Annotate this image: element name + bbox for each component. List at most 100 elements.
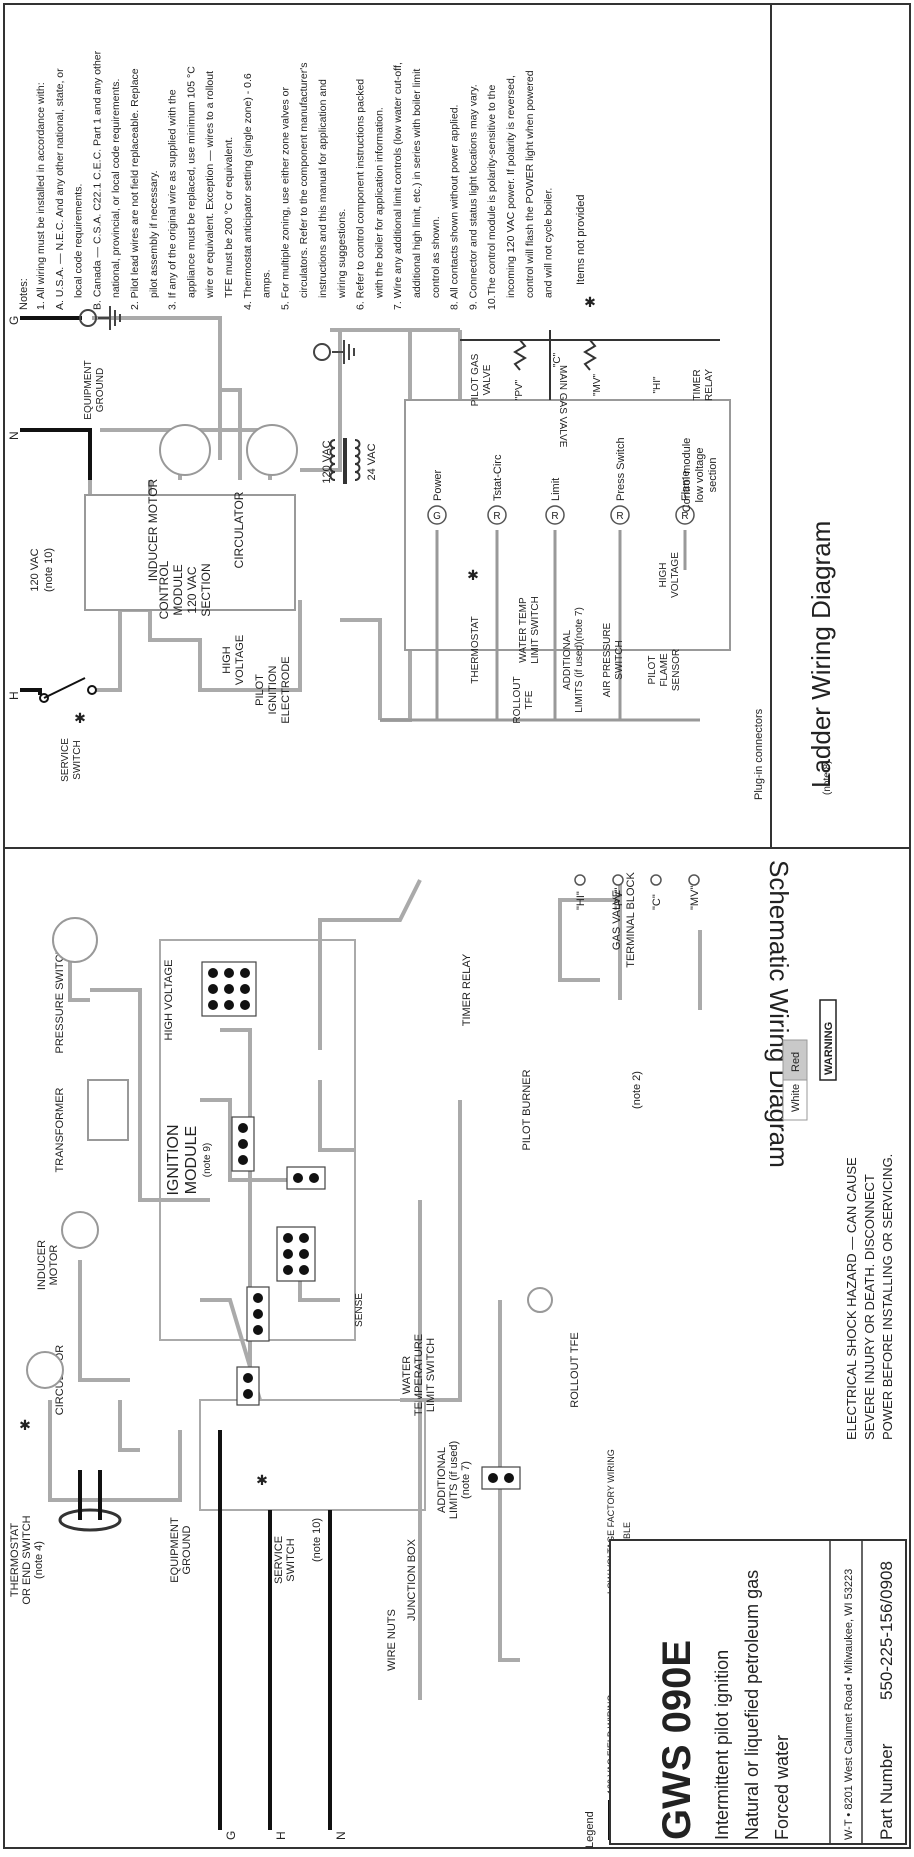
svg-text:TIMER RELAY: TIMER RELAY <box>461 953 473 1026</box>
status-light-icon <box>675 505 695 525</box>
status-light-code: R <box>616 511 623 522</box>
svg-text:PRESSURE SWITCH: PRESSURE SWITCH <box>54 946 66 1053</box>
connector-block <box>236 1366 260 1406</box>
connector-pin <box>253 1325 263 1335</box>
line-n-label: N <box>7 431 21 440</box>
pressure-switch-symbol <box>52 917 98 963</box>
connector-pin <box>238 1139 248 1149</box>
svg-text:LIMITS (if used): LIMITS (if used) <box>448 1441 460 1519</box>
svg-text:SENSE: SENSE <box>354 1293 365 1327</box>
connector-pin <box>240 968 250 978</box>
connector-pin <box>238 1155 248 1165</box>
gas-valve-symbols <box>460 330 720 400</box>
note-line: instructions and this manual for applica… <box>317 79 329 298</box>
status-light-label: Press Switch <box>615 437 627 501</box>
ladder-120vac-field-wires <box>20 316 92 695</box>
svg-text:THERMOSTAT: THERMOSTAT <box>9 1523 21 1597</box>
not-provided-label: Items not provided <box>575 195 587 286</box>
svg-text:MOTOR: MOTOR <box>48 1245 60 1286</box>
note-line: 6. Refer to control component instructio… <box>355 79 367 310</box>
status-light-code: R <box>681 511 688 522</box>
asterisk-icon: ✱ <box>467 567 479 583</box>
connector-pin <box>208 1000 218 1010</box>
note-line: wire or equivalent. Exception — wires to… <box>204 71 216 299</box>
connector-pin <box>224 968 234 978</box>
sch-h-label: H <box>274 1831 288 1840</box>
svg-text:WATER: WATER <box>401 1356 413 1395</box>
notes-list: 1. All wiring must be installed in accor… <box>35 50 555 310</box>
transformer-icon <box>329 438 361 484</box>
status-light-icon <box>545 505 565 525</box>
connector-blocks <box>201 961 521 1490</box>
connector-block <box>286 1166 326 1190</box>
svg-text:HIGH: HIGH <box>658 563 669 588</box>
connector-pin <box>283 1233 293 1243</box>
note-line: 1. All wiring must be installed in accor… <box>35 82 47 310</box>
svg-text:PILOT GAS: PILOT GAS <box>470 353 481 406</box>
address: W-T • 8201 West Calumet Road • Milwaukee… <box>843 1569 855 1840</box>
equipment-ground-label-a: EQUIPMENT <box>83 360 94 419</box>
note-line: TFE must be 200 °C or equivalent. <box>223 137 235 298</box>
asterisk-icon: ✱ <box>584 294 596 310</box>
line-h-label: H <box>7 691 21 700</box>
not-provided-note: ✱ Items not provided <box>575 195 596 311</box>
svg-text:JUNCTION BOX: JUNCTION BOX <box>406 1538 418 1621</box>
gas-valve-terminal-label: "HI" <box>575 891 587 910</box>
note-line: circulators. Refer to the component manu… <box>298 63 310 298</box>
svg-text:TRANSFORMER: TRANSFORMER <box>54 1087 66 1172</box>
note-line: additional high limit, etc.) in series w… <box>411 69 423 298</box>
connector-block <box>481 1466 521 1490</box>
svg-text:TIMER: TIMER <box>692 369 703 400</box>
part-number-label: Part Number <box>877 1743 896 1840</box>
svg-text:ELECTRICAL SHOCK HAZARD — CAN: ELECTRICAL SHOCK HAZARD — CAN CAUSE <box>844 1157 859 1440</box>
circulator-symbol-sch <box>26 1351 64 1389</box>
hi-terminal-label: "HI" <box>652 376 663 394</box>
note-line: 10.The control module is polarity-sensit… <box>486 85 498 310</box>
c-terminal-label: "C" <box>552 352 563 367</box>
circulator-label: CIRCULATOR <box>232 491 246 568</box>
bullet-2: Natural or liquefied petroleum gas <box>742 1570 762 1840</box>
sch-g-label: G <box>224 1831 238 1840</box>
ladder-diagram: CONTROL MODULE 120 VAC SECTION INDUCER M… <box>7 306 836 800</box>
equipment-ground-label-b: GROUND <box>95 368 106 412</box>
status-light-label: Limit <box>550 478 562 501</box>
svg-text:INDUCER: INDUCER <box>36 1240 48 1290</box>
note-line: B. Canada — C.S.A. C22.1 C.E.C. Part 1 a… <box>91 50 103 310</box>
connector-pin <box>240 984 250 994</box>
svg-text:PILOT: PILOT <box>647 656 658 685</box>
ladder-note10-label: (note 10) <box>43 548 55 592</box>
svg-text:TFE: TFE <box>524 690 535 709</box>
asterisk-icon: ✱ <box>74 710 86 726</box>
plug-in-label: Plug-in connectors <box>753 708 765 800</box>
gas-valve-terminal <box>612 874 624 886</box>
warning-block: WARNING ELECTRICAL SHOCK HAZARD — CAN CA… <box>782 999 895 1440</box>
note-line: A. U.S.A. — N.E.C. And any other nationa… <box>54 68 66 310</box>
status-light-press-switch: R Press Switch <box>610 437 630 525</box>
svg-text:VOLTAGE: VOLTAGE <box>234 635 246 685</box>
warning-badge: WARNING <box>823 1022 835 1075</box>
svg-text:low voltage: low voltage <box>694 447 706 502</box>
svg-text:Control module: Control module <box>681 438 693 513</box>
ladder-title-note: (note 8) <box>822 761 833 795</box>
connector-pin <box>504 1473 514 1483</box>
svg-text:(note 4): (note 4) <box>33 1541 45 1579</box>
svg-text:VALVE: VALVE <box>482 364 493 395</box>
transformer-24vac-label: 24 VAC <box>366 443 378 480</box>
asterisk-icon: ✱ <box>256 1472 268 1488</box>
connector-pin <box>208 984 218 994</box>
connector-block <box>246 1286 270 1342</box>
mv-terminal-label: "MV" <box>592 374 603 397</box>
ladder-control-module-box <box>84 494 296 611</box>
gas-valve-terminal <box>574 874 586 886</box>
svg-text:MODULE: MODULE <box>183 1126 200 1194</box>
note-line: local code requirements. <box>73 184 85 298</box>
connector-pin <box>299 1233 309 1243</box>
svg-text:ADDITIONAL: ADDITIONAL <box>562 630 573 690</box>
svg-text:120 VAC: 120 VAC <box>185 566 199 613</box>
connector-pin <box>283 1265 293 1275</box>
note-line: appliance must be replaced, use minimum … <box>185 66 197 298</box>
svg-text:EQUIPMENT: EQUIPMENT <box>169 1517 181 1583</box>
svg-text:OR END SWITCH: OR END SWITCH <box>21 1515 33 1604</box>
